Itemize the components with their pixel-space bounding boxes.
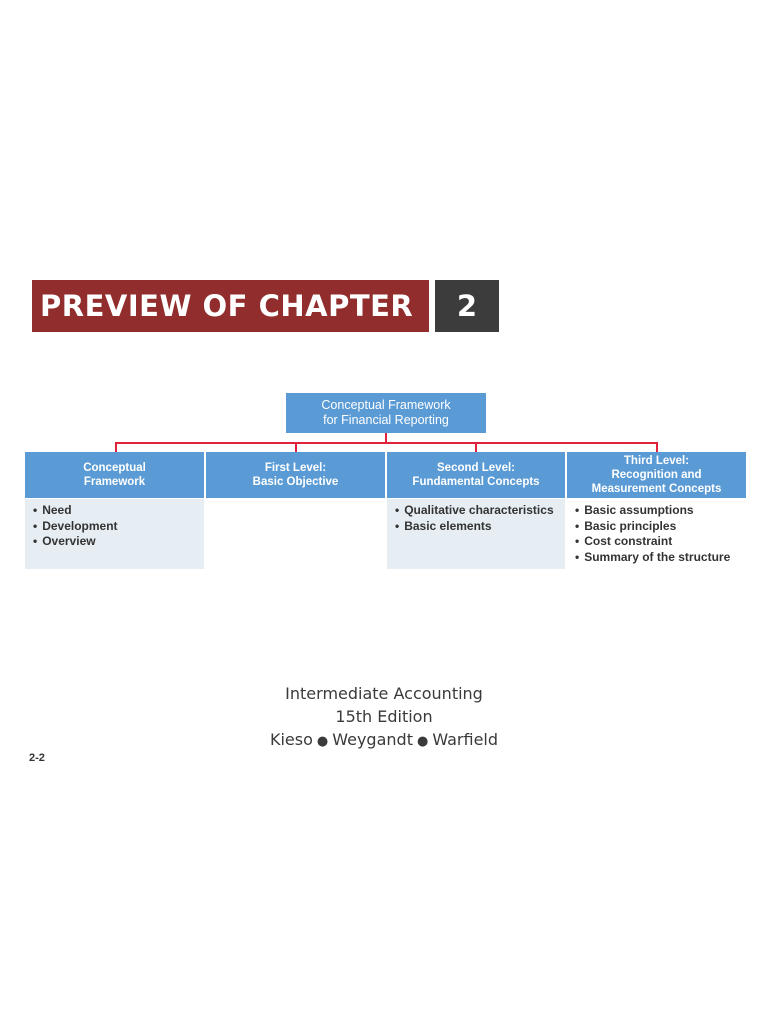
list-item: Qualitative characteristics — [395, 503, 565, 519]
list-item: Need — [33, 503, 204, 519]
column-body-conceptual-framework: Need Development Overview — [25, 499, 204, 569]
list-item: Basic elements — [395, 519, 565, 535]
book-edition: 15th Edition — [335, 707, 433, 726]
root-connector-vertical — [385, 433, 387, 443]
bullet-separator-icon: ● — [316, 734, 329, 749]
column-header-line: Basic Objective — [252, 476, 339, 488]
column-header-line: First Level: — [264, 462, 327, 474]
root-label-line1: Conceptual Framework — [321, 398, 451, 412]
chapter-title-banner: PREVIEW OF CHAPTER — [32, 280, 429, 332]
horizontal-connector — [115, 442, 658, 444]
column-header-conceptual-framework: Conceptual Framework — [25, 452, 204, 498]
list-item: Summary of the structure — [575, 550, 746, 566]
column-header-line: Third Level: — [623, 455, 690, 467]
connector-drop-4 — [656, 443, 658, 452]
connector-drop-2 — [295, 443, 297, 452]
column-header-second-level: Second Level: Fundamental Concepts — [387, 452, 565, 498]
book-footer: Intermediate Accounting 15th Edition Kie… — [0, 682, 768, 753]
column-header-line: Measurement Concepts — [591, 483, 722, 495]
column-header-third-level: Third Level: Recognition and Measurement… — [567, 452, 746, 498]
column-header-line: Framework — [83, 476, 146, 488]
connector-drop-3 — [475, 443, 477, 452]
list-item: Development — [33, 519, 204, 535]
chapter-number-badge: 2 — [435, 280, 499, 332]
book-authors: Kieso●Weygandt●Warfield — [0, 728, 768, 753]
connector-drop-1 — [115, 443, 117, 452]
list-item: Overview — [33, 534, 204, 550]
book-title: Intermediate Accounting — [285, 684, 483, 703]
bullet-separator-icon: ● — [416, 734, 429, 749]
column-header-line: Recognition and — [611, 469, 702, 481]
author-name: Kieso — [269, 730, 313, 749]
author-name: Warfield — [432, 730, 499, 749]
column-header-first-level: First Level: Basic Objective — [206, 452, 385, 498]
column-header-line: Conceptual — [83, 462, 146, 474]
root-label-line2: for Financial Reporting — [323, 413, 449, 427]
column-body-second-level: Qualitative characteristics Basic elemen… — [387, 499, 565, 569]
list-item: Basic assumptions — [575, 503, 746, 519]
list-item: Cost constraint — [575, 534, 746, 550]
author-name: Weygandt — [332, 730, 413, 749]
list-item: Basic principles — [575, 519, 746, 535]
column-header-line: Second Level: — [437, 462, 515, 474]
column-body-third-level: Basic assumptions Basic principles Cost … — [567, 499, 746, 569]
slide-number: 2-2 — [29, 752, 45, 764]
column-header-line: Fundamental Concepts — [412, 476, 540, 488]
diagram-root-box: Conceptual Framework for Financial Repor… — [286, 393, 486, 433]
